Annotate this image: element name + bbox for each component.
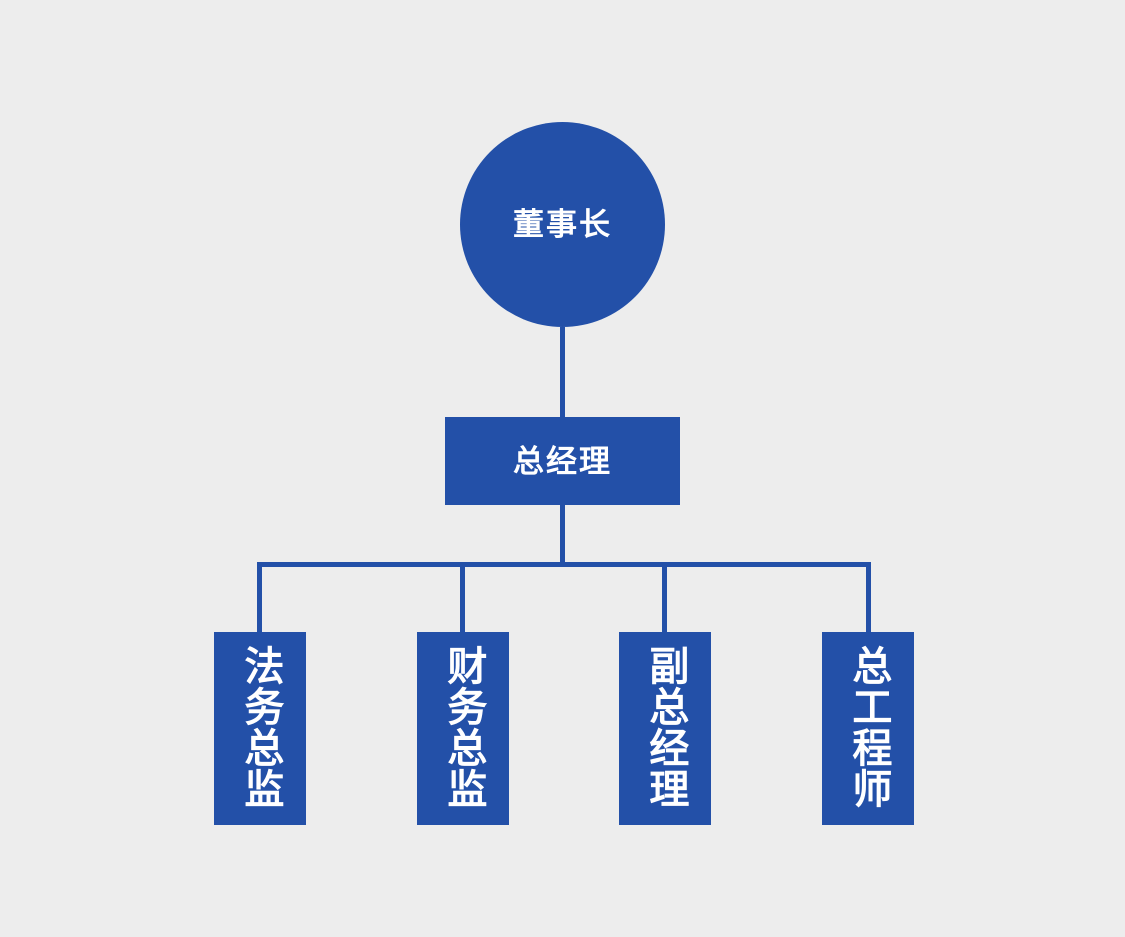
- connector-bus-to-deputy-gm: [662, 562, 667, 632]
- connector-root-to-gm: [560, 327, 565, 418]
- connector-bus-to-chief-engineer: [866, 562, 871, 632]
- node-deputy-general-manager[interactable]: 副总经理: [619, 632, 711, 825]
- node-finance-director[interactable]: 财务总监: [417, 632, 509, 825]
- node-legal-director[interactable]: 法务总监: [214, 632, 306, 825]
- node-general-manager[interactable]: 总经理: [445, 417, 680, 505]
- connector-bus-to-legal: [257, 562, 262, 632]
- node-legal-director-label: 法务总监: [238, 645, 283, 809]
- connector-horizontal-bus: [257, 562, 871, 567]
- node-general-manager-label: 总经理: [513, 443, 612, 479]
- connector-gm-to-bus: [560, 505, 565, 567]
- node-deputy-general-manager-label: 副总经理: [643, 645, 688, 809]
- node-finance-director-label: 财务总监: [441, 645, 486, 809]
- node-chairman-label: 董事长: [513, 207, 612, 242]
- node-chairman[interactable]: 董事长: [460, 122, 665, 327]
- connector-bus-to-finance: [460, 562, 465, 632]
- node-chief-engineer-label: 总工程师: [846, 645, 891, 809]
- node-chief-engineer[interactable]: 总工程师: [822, 632, 914, 825]
